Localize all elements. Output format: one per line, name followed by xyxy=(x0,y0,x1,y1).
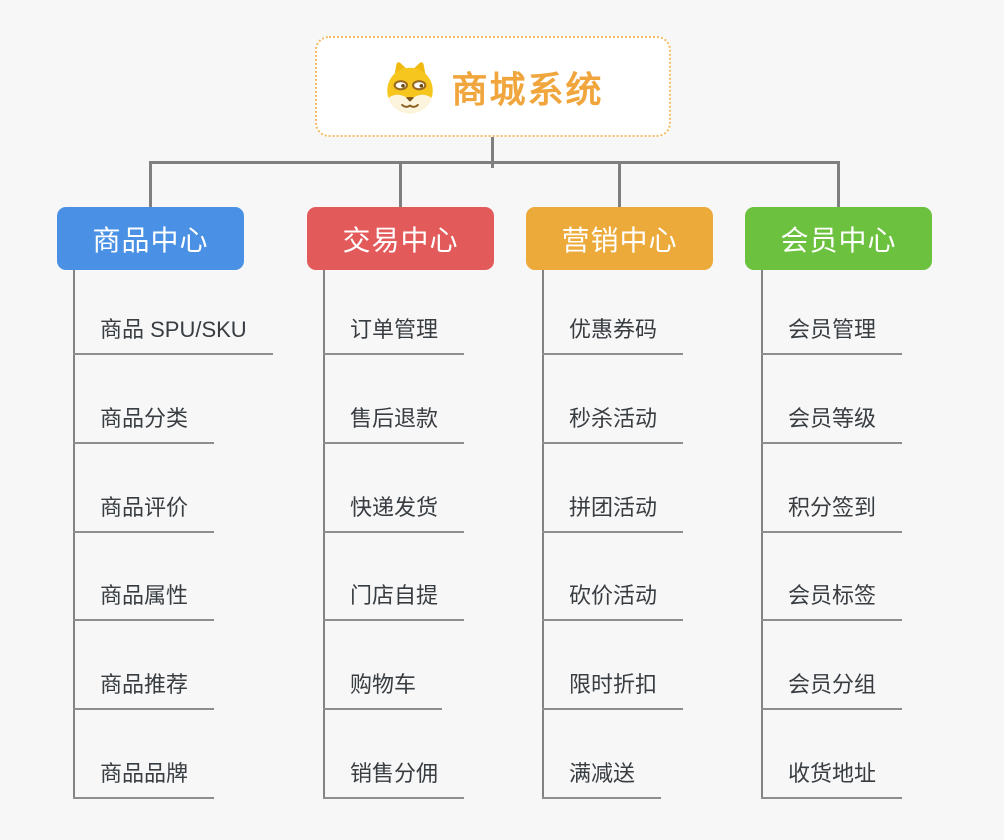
branch-header-marketing-center[interactable]: 营销中心 xyxy=(526,207,713,270)
branch-spine xyxy=(73,270,75,799)
branch-item[interactable]: 优惠券码 xyxy=(542,315,684,355)
branch-item[interactable]: 购物车 xyxy=(323,670,443,710)
branch-item[interactable]: 会员管理 xyxy=(761,315,903,355)
branch-item[interactable]: 售后退款 xyxy=(323,404,465,444)
branch-item[interactable]: 秒杀活动 xyxy=(542,404,684,444)
doge-icon xyxy=(387,61,434,113)
branch-item[interactable]: 订单管理 xyxy=(323,315,465,355)
branch-item[interactable]: 会员标签 xyxy=(761,581,903,621)
root-title: 商城系统 xyxy=(451,68,604,110)
connector-line xyxy=(837,161,840,207)
branch-header-trade-center[interactable]: 交易中心 xyxy=(307,207,494,270)
branch-leaves: 商品 SPU/SKU 商品分类 商品评价 商品属性 商品推荐 商品品牌 xyxy=(57,207,273,817)
branch-leaves: 订单管理 售后退款 快递发货 门店自提 购物车 销售分佣 xyxy=(307,207,494,817)
branch-member-center: 会员中心 会员管理 会员等级 积分签到 会员标签 会员分组 收货地址 xyxy=(745,207,932,817)
branch-item[interactable]: 商品 SPU/SKU xyxy=(73,315,273,355)
branch-item[interactable]: 快递发货 xyxy=(323,493,465,533)
branch-item[interactable]: 积分签到 xyxy=(761,493,903,533)
branch-spine xyxy=(323,270,325,799)
connector-line xyxy=(149,161,840,164)
branch-item[interactable]: 销售分佣 xyxy=(323,759,465,799)
branch-item[interactable]: 满减送 xyxy=(542,759,662,799)
branch-header-member-center[interactable]: 会员中心 xyxy=(745,207,932,270)
branch-item[interactable]: 商品属性 xyxy=(73,581,215,621)
branch-header-product-center[interactable]: 商品中心 xyxy=(57,207,244,270)
branch-item[interactable]: 会员分组 xyxy=(761,670,903,710)
branch-spine xyxy=(761,270,763,799)
connector-line xyxy=(399,161,402,207)
branch-product-center: 商品中心 商品 SPU/SKU 商品分类 商品评价 商品属性 商品推荐 商品品牌 xyxy=(57,207,273,817)
connector-line xyxy=(491,137,494,168)
connector-line xyxy=(618,161,621,207)
branch-item[interactable]: 商品评价 xyxy=(73,493,215,533)
branch-item[interactable]: 砍价活动 xyxy=(542,581,684,621)
branch-leaves: 会员管理 会员等级 积分签到 会员标签 会员分组 收货地址 xyxy=(745,207,932,817)
branch-item[interactable]: 商品分类 xyxy=(73,404,215,444)
root-node[interactable]: 商城系统 xyxy=(315,36,671,137)
branch-item[interactable]: 限时折扣 xyxy=(542,670,684,710)
branch-trade-center: 交易中心 订单管理 售后退款 快递发货 门店自提 购物车 销售分佣 xyxy=(307,207,494,817)
branch-item[interactable]: 收货地址 xyxy=(761,759,903,799)
branch-marketing-center: 营销中心 优惠券码 秒杀活动 拼团活动 砍价活动 限时折扣 满减送 xyxy=(526,207,713,817)
branch-item[interactable]: 商品推荐 xyxy=(73,670,215,710)
branch-item[interactable]: 会员等级 xyxy=(761,404,903,444)
branch-item[interactable]: 拼团活动 xyxy=(542,493,684,533)
branch-item[interactable]: 门店自提 xyxy=(323,581,465,621)
branch-spine xyxy=(542,270,544,799)
connector-line xyxy=(149,161,152,207)
branch-leaves: 优惠券码 秒杀活动 拼团活动 砍价活动 限时折扣 满减送 xyxy=(526,207,713,817)
branch-item[interactable]: 商品品牌 xyxy=(73,759,215,799)
